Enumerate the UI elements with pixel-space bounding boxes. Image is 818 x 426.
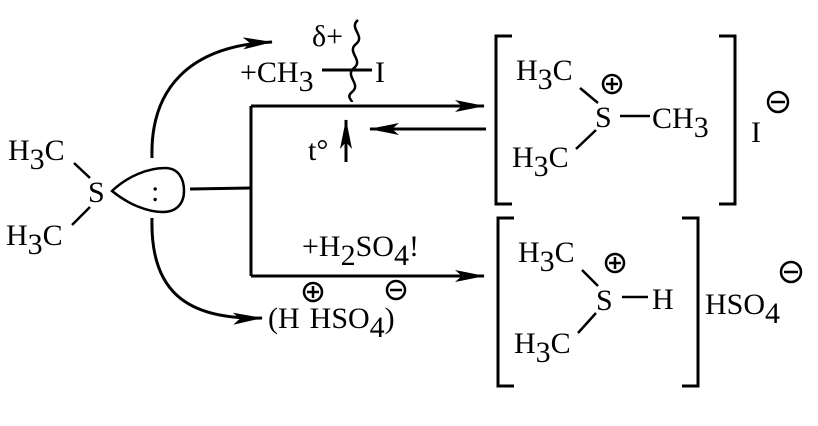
upper-bracket-left [494, 34, 512, 206]
upper-product-bond-top [579, 87, 599, 104]
upper-product-methyl-right: CH3 [652, 102, 709, 144]
reagent-methyl: +CH3 [240, 56, 314, 98]
sulfonium-positive-charge-icon [601, 73, 623, 95]
upper-product-methyl-bottom: H3C [512, 141, 569, 183]
lower-counter-ion-hydrogensulfate: HSO4 [705, 288, 780, 330]
reactant-methyl-bottom: H3C [6, 219, 63, 261]
reagent-iodine: I [375, 56, 385, 89]
reactant-bond-bottom [71, 206, 91, 226]
lower-product-methyl-bottom: H3C [514, 327, 571, 369]
curved-arrow-to-proton [150, 217, 263, 325]
upper-counter-ion-iodide: I [751, 116, 761, 149]
delta-plus-label: δ+ [312, 20, 343, 53]
lone-pair-dots: : [151, 175, 159, 208]
lower-sulfonium-positive-charge-icon [604, 252, 626, 274]
branch-stem [189, 186, 252, 191]
lower-bracket-right [682, 216, 700, 388]
dimethylsulfonium-hydrogensulfate-product: H3C H3C S H HSO4 [496, 216, 803, 388]
upper-bracket-right [719, 34, 737, 206]
lower-product-methyl-top: H3C [518, 236, 575, 278]
reactant-methyl-top: H3C [8, 134, 65, 176]
iodide-negative-charge-icon [766, 90, 790, 114]
trimethylsulfonium-iodide-product: H3C H3C S CH3 I [494, 34, 790, 206]
reactant-sulfur: S [88, 176, 105, 209]
reactant-dimethyl-sulfide: H3C H3C S : [6, 134, 186, 261]
heating-label: t° [308, 134, 328, 167]
curved-arrow-to-methyl [150, 37, 273, 159]
lower-product-bond-top [581, 269, 599, 287]
hydrogensulfate-negative-charge-icon [385, 279, 407, 301]
lower-product-sulfur: S [596, 284, 613, 317]
bond-cleavage-wavy-line [348, 19, 361, 103]
reagent-sulfuric-acid: +H2SO4! [302, 230, 419, 272]
upper-product-sulfur: S [595, 101, 612, 134]
methyl-iodide-reagent: δ+ +CH3 I [240, 19, 385, 103]
lower-bracket-left [496, 216, 514, 388]
lower-product-bond-bottom [577, 312, 597, 334]
upper-product-bond-bottom [575, 129, 597, 150]
proton-positive-charge-icon [302, 281, 324, 303]
lone-pair-orbital [110, 166, 186, 214]
reactant-bond-top [73, 162, 91, 179]
hydrogensulfate-counter-ion-negative-charge-icon [779, 260, 803, 284]
upper-product-methyl-top: H3C [516, 54, 573, 96]
lower-product-hydrogen: H [652, 283, 674, 316]
